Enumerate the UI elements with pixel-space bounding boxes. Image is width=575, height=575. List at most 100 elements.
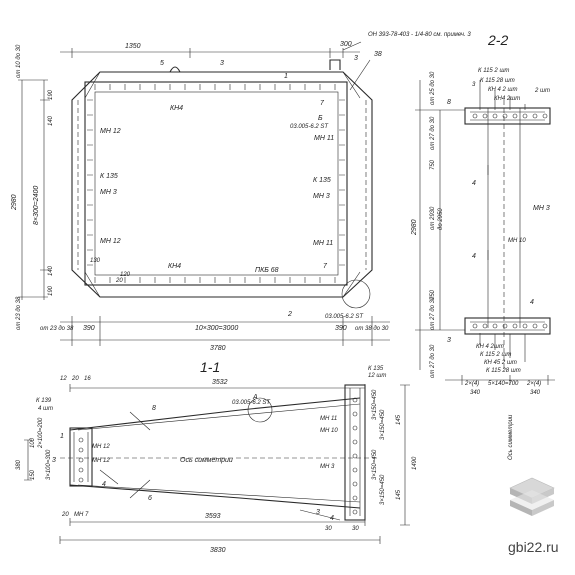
plan-label-3: 3 <box>220 60 224 67</box>
plan-right-st-a: 03.005-6.2 ST <box>290 124 329 130</box>
s22-label-4c: 4 <box>530 299 534 306</box>
stacked-slabs-icon <box>509 477 555 516</box>
s22-bot-340b: 340 <box>530 390 541 396</box>
s22-top-2sht: 2 шт <box>534 88 550 94</box>
s11-top-a: А <box>252 394 258 401</box>
plan-bot-from38: от 38 до 30 <box>355 326 389 332</box>
plan-left-from23: от 23 до 38 <box>16 296 22 330</box>
s22-left-to2950: до 2950 <box>438 208 444 230</box>
plan-label-7a: 7 <box>320 100 325 107</box>
s11-left-250a: 100 <box>30 437 36 448</box>
s22-left-from27b: от 27 до 30 <box>430 296 436 330</box>
section-2-2-title: 2-2 <box>487 32 508 48</box>
plan-bot-390b: 390 <box>335 325 347 332</box>
watermark-site: gbi22.ru <box>508 539 559 555</box>
s22-label-4b: 4 <box>472 253 476 260</box>
s11-label-3: 3 <box>316 509 320 516</box>
s11-right-3x150d: 3×150=450 <box>380 474 386 505</box>
s22-bot-kn45: КН 45 2 шт <box>484 360 517 366</box>
s11-label-4a: 4 <box>102 481 106 488</box>
s22-bot-5x140: 5×140=700 <box>488 381 519 387</box>
s11-label-3b: 3 <box>52 457 56 464</box>
plan-label-2: 2 <box>287 311 292 318</box>
plan-left-190a: 190 <box>48 89 54 100</box>
plan-right-st-b: 03.005-6.2 ST <box>325 314 364 320</box>
s11-bot-mn7: МН 7 <box>74 512 89 518</box>
s11-bot-20: 20 <box>61 512 69 518</box>
s22-label-8: 8 <box>447 99 451 106</box>
plan-left-140b: 140 <box>48 265 54 276</box>
s11-label-30b: 30 <box>352 526 359 532</box>
s11-top-small-16: 16 <box>84 376 91 382</box>
plan-label-kn4a: КН4 <box>170 105 183 112</box>
plan-label-7b: 7 <box>323 263 328 270</box>
plan-label-120: 120 <box>120 272 131 278</box>
plan-top-dim-1350: 1350 <box>125 43 141 50</box>
plan-label-5: 5 <box>160 60 164 67</box>
plan-left-140a: 140 <box>48 115 54 126</box>
section-1-1-annotations: 1-1 3532 А 03.005-6.2 ST К 135 12 шт 12 … <box>16 359 418 554</box>
s22-left-750a: 750 <box>430 159 436 170</box>
plan-top-dim-300: 300 <box>340 41 352 48</box>
plan-bot-390a: 390 <box>83 325 95 332</box>
plan-bot-3780: 3780 <box>210 345 226 352</box>
plan-annotations: 1350 300 ОН 393-78-403 - 1/4-80 см. прим… <box>11 32 471 352</box>
plan-bot-10x300: 10×300=3000 <box>195 325 238 332</box>
s11-top-12sht: 12 шт <box>368 373 386 379</box>
s11-top-k135: К 135 <box>368 366 384 372</box>
plan-label-mn12a: МН 12 <box>100 128 121 135</box>
s22-left-from2930: от 2930 <box>430 206 436 230</box>
plan-label-mn3a: МН 3 <box>100 189 117 196</box>
s22-bot-k115-2: К 115 2 шт <box>480 352 511 358</box>
s22-bot-k115-28: К 115 28 шт <box>486 368 521 374</box>
plan-bot-from23: от 23 до 38 <box>40 326 74 332</box>
plan-view <box>18 41 390 346</box>
plan-left-from10: от 10 до 30 <box>16 44 22 78</box>
s11-label-mn10: МН 10 <box>320 428 338 434</box>
plan-label-kn4b: КН4 <box>168 263 181 270</box>
s11-label-mn3: МН 3 <box>320 464 335 470</box>
s22-left-2980: 2980 <box>411 219 418 236</box>
plan-marker-38: 38 <box>374 51 382 58</box>
s11-label-mn11: МН 11 <box>320 416 337 422</box>
s22-left-750b: 750 <box>430 289 436 300</box>
s11-right-145b: 145 <box>396 489 402 500</box>
s22-bot-2x4a: 2×(4) <box>464 381 479 387</box>
s11-top-small-20: 20 <box>71 376 79 382</box>
plan-label-k135a: К 135 <box>100 173 118 180</box>
s22-bot-340a: 340 <box>470 390 481 396</box>
plan-left-190b: 190 <box>48 285 54 296</box>
plan-label-20: 20 <box>115 278 123 284</box>
section-2-2-annotations: 2-2 К 115 2 шт К 115 28 шт 3 КН 4 2 шт К… <box>411 32 550 460</box>
plan-label-mn3b: МН 3 <box>313 193 330 200</box>
s22-top-kn4b: КН4 2шт <box>494 96 520 102</box>
s22-bot-kn4: КН 4 2шт <box>476 344 504 350</box>
s11-label-mn12b: МН 12 <box>92 458 110 464</box>
plan-left-8x300: 8×300=2400 <box>33 186 40 225</box>
s11-bot-3830: 3830 <box>210 547 226 554</box>
s11-left-k139: К 139 <box>36 398 52 404</box>
plan-label-mn11b: МН 11 <box>313 240 333 247</box>
s22-left-from25: от 25 до 30 <box>430 71 436 105</box>
plan-marker-3: 3 <box>354 55 358 62</box>
section-1-1 <box>24 384 410 544</box>
s11-right-3x150c: 3×150=450 <box>372 449 378 480</box>
s11-top-st: 03.005-6.2 ST <box>232 400 271 406</box>
s22-left-from27a: от 27 до 30 <box>430 116 436 150</box>
s11-label-30a: 30 <box>325 526 332 532</box>
s11-left-380: 380 <box>16 459 22 470</box>
s22-top-k115-28: К 115 28 шт <box>480 78 515 84</box>
plan-label-mn12b: МН 12 <box>100 238 121 245</box>
s11-label-6: 6 <box>148 495 152 502</box>
s22-left-from27c: от 27 до 30 <box>430 344 436 378</box>
s11-left-4sht: 4 шт <box>38 406 53 412</box>
s22-label-mn10: МН 10 <box>508 238 526 244</box>
s11-bot-3593: 3593 <box>205 513 221 520</box>
plan-right-mn11: МН 11 <box>314 135 334 142</box>
s11-label-mn12a: МН 12 <box>92 444 110 450</box>
plan-label-1: 1 <box>284 73 288 80</box>
s11-label-8: 8 <box>152 405 156 412</box>
s22-label-4a: 4 <box>472 180 476 187</box>
plan-label-k135b: К 135 <box>313 177 331 184</box>
